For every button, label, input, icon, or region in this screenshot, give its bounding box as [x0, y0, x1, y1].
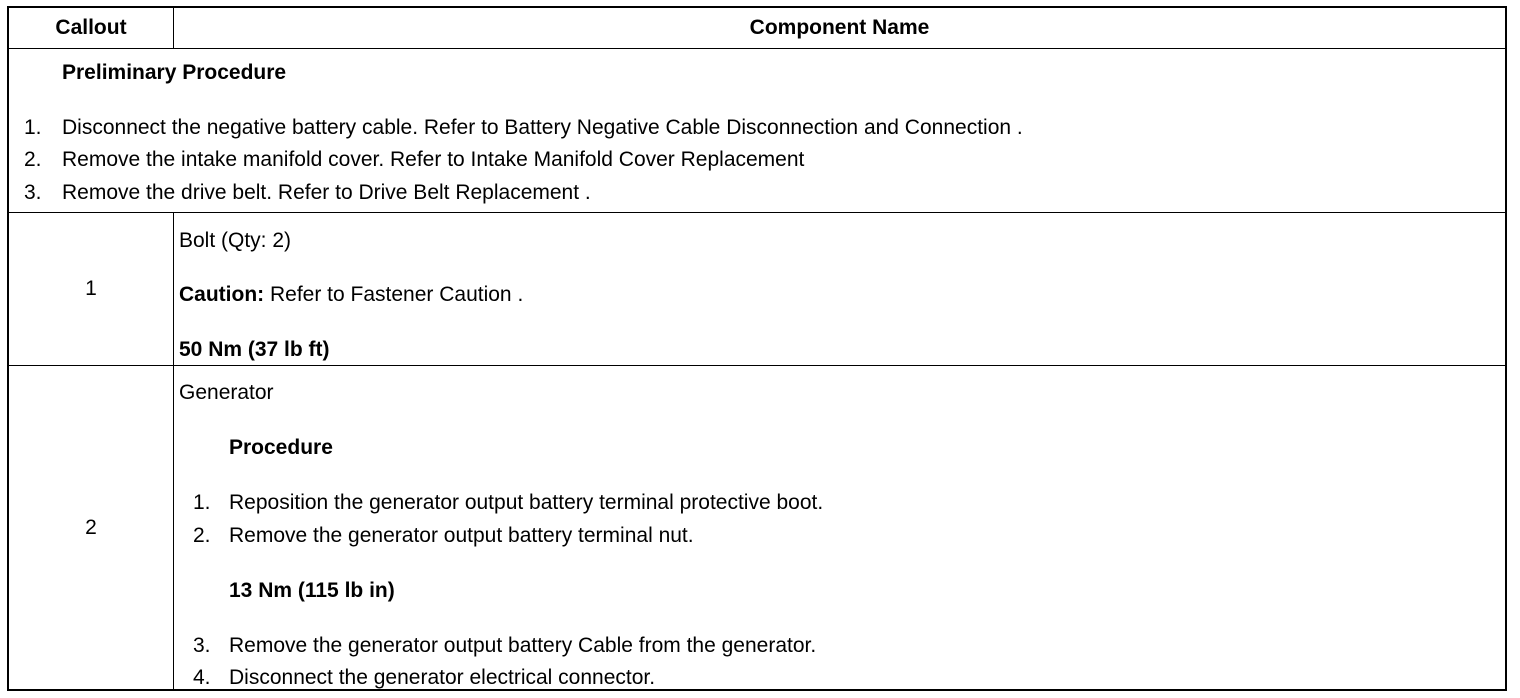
torque-spec: 50 Nm (37 lb ft) [179, 338, 330, 361]
step-text: Remove the generator output battery Cabl… [229, 634, 817, 657]
component-name: Generator [179, 381, 274, 404]
preliminary-procedure-section: Preliminary Procedure 1. Disconnect the … [9, 49, 1505, 213]
step-text: Disconnect the negative battery cable. R… [62, 116, 1023, 139]
list-item: 2. Remove the generator output battery t… [193, 524, 694, 548]
callout-cell: 2 [9, 366, 174, 689]
caution-label: Caution: [179, 283, 265, 306]
step-text: Remove the drive belt. Refer to Drive Be… [62, 181, 591, 204]
torque-spec: 13 Nm (115 lb in) [229, 579, 395, 602]
step-text: Remove the generator output battery term… [229, 524, 694, 547]
step-number: 1. [24, 116, 42, 139]
step-number: 3. [24, 181, 42, 204]
caution-note: Caution: Refer to Fastener Caution . [179, 283, 523, 307]
step-number: 4. [193, 666, 211, 689]
list-item: 4. Disconnect the generator electrical c… [193, 666, 655, 690]
preliminary-procedure-title: Preliminary Procedure [62, 61, 287, 84]
callout-cell: 1 [9, 213, 174, 365]
list-item: 1. Disconnect the negative battery cable… [24, 116, 1023, 140]
component-name: Bolt (Qty: 2) [179, 229, 292, 252]
list-item: 3. Remove the generator output battery C… [193, 634, 816, 658]
table-row: 2 Generator Procedure 1. Reposition the … [9, 366, 1505, 689]
component-table: Callout Component Name Preliminary Proce… [7, 6, 1507, 691]
list-item: 1. Reposition the generator output batte… [193, 491, 823, 515]
callout-column-header: Callout [9, 8, 174, 48]
component-name-column-header: Component Name [749, 16, 930, 39]
list-item: 3. Remove the drive belt. Refer to Drive… [24, 181, 591, 205]
list-item: 2. Remove the intake manifold cover. Ref… [24, 148, 804, 172]
step-number: 2. [193, 524, 211, 547]
procedure-title: Procedure [229, 436, 333, 459]
step-number: 1. [193, 491, 211, 514]
step-text: Reposition the generator output battery … [229, 491, 824, 514]
step-number: 3. [193, 634, 211, 657]
table-header: Callout Component Name [9, 8, 1505, 49]
step-text: Disconnect the generator electrical conn… [229, 666, 656, 689]
caution-text: Refer to Fastener Caution . [264, 283, 524, 306]
step-text: Remove the intake manifold cover. Refer … [62, 148, 805, 171]
table-row: 1 Bolt (Qty: 2) Caution: Refer to Fasten… [9, 213, 1505, 366]
step-number: 2. [24, 148, 42, 171]
